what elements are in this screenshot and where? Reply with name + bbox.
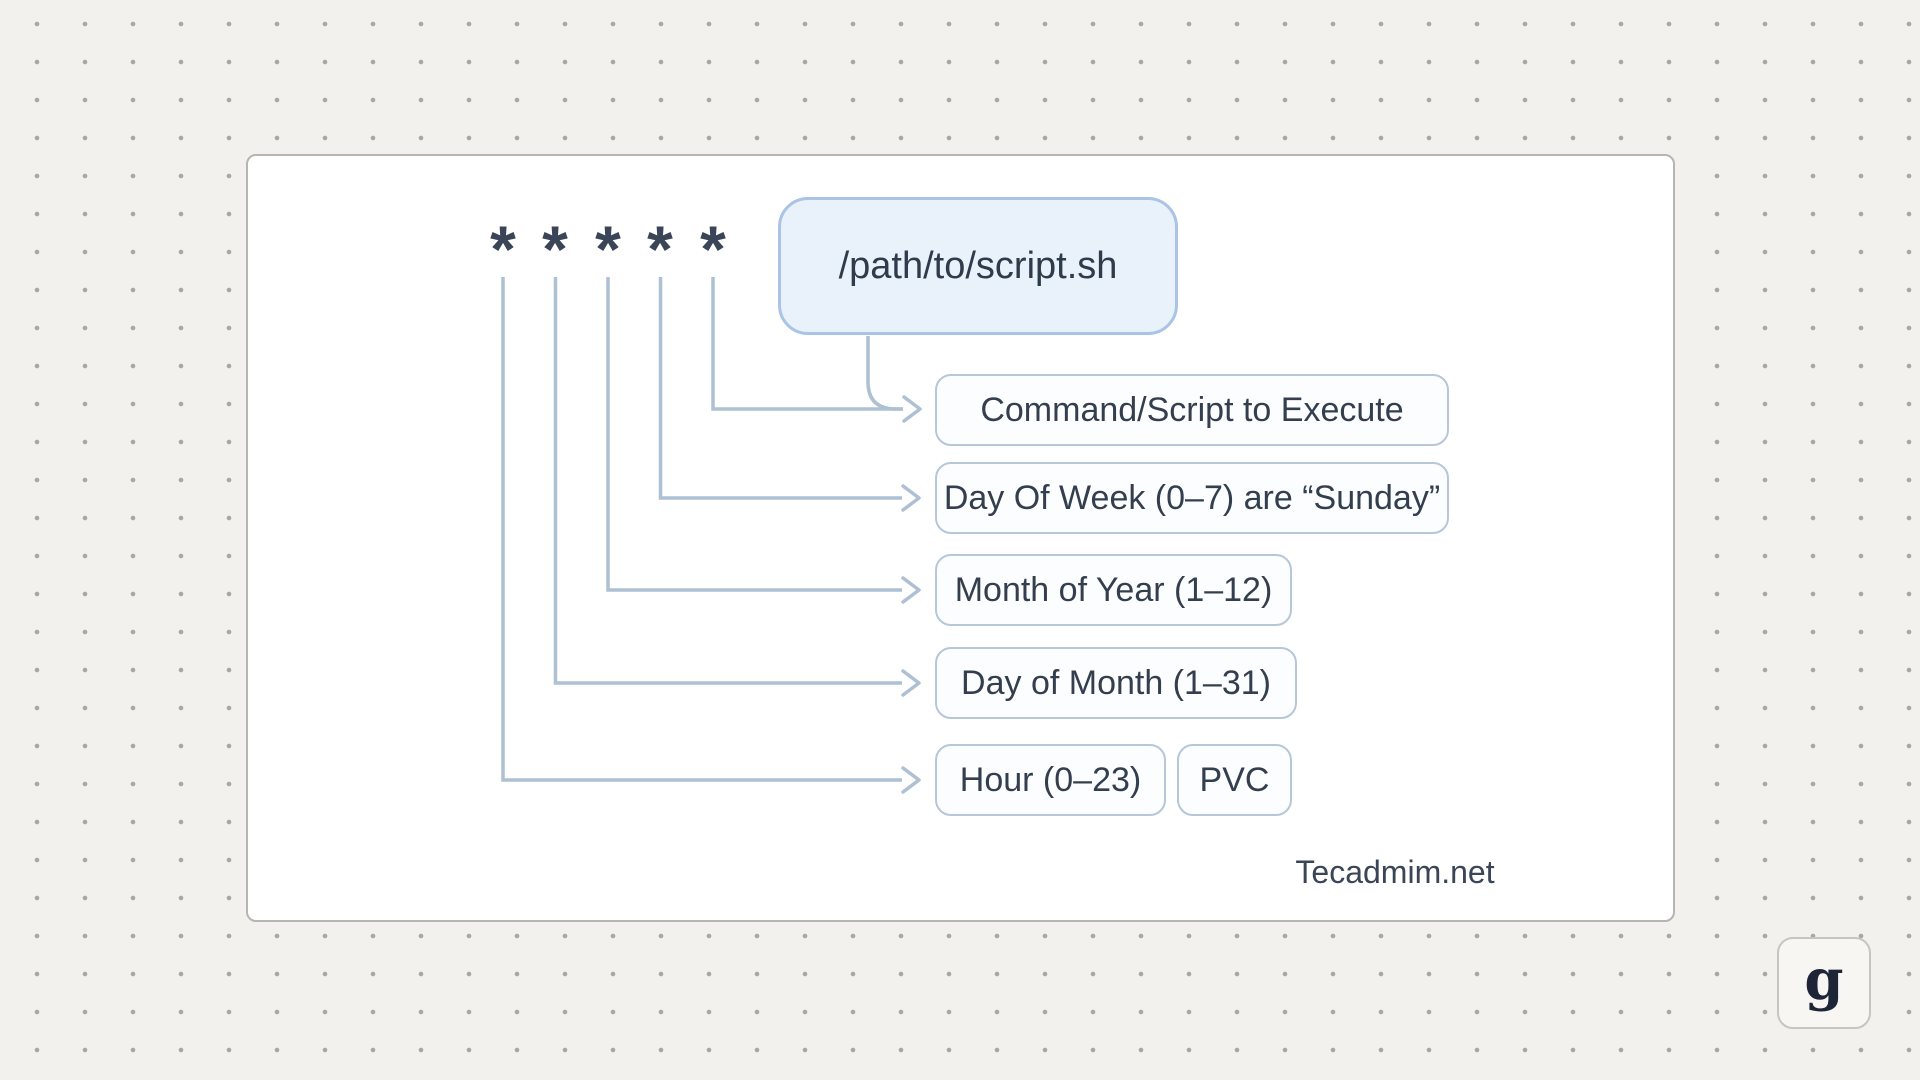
cron-field-asterisk-3: * xyxy=(595,212,621,286)
label-hour: Hour (0–23) xyxy=(935,744,1166,816)
label-month-of-year: Month of Year (1–12) xyxy=(935,554,1292,626)
cron-field-asterisk-4: * xyxy=(647,212,673,286)
label-pvc: PVC xyxy=(1177,744,1292,816)
label-day-of-month: Day of Month (1–31) xyxy=(935,647,1297,719)
cron-field-asterisk-2: * xyxy=(542,212,568,286)
credit-watermark: Tecadmim.net xyxy=(1295,854,1495,890)
label-day-of-week: Day Of Week (0–7) are “Sunday” xyxy=(935,462,1449,534)
cron-field-asterisk-5: * xyxy=(700,212,726,286)
cron-field-asterisk-1: * xyxy=(490,212,516,286)
script-path-box: /path/to/script.sh xyxy=(778,197,1178,335)
label-command-script: Command/Script to Execute xyxy=(935,374,1449,446)
g-floating-button[interactable]: g xyxy=(1777,937,1871,1029)
